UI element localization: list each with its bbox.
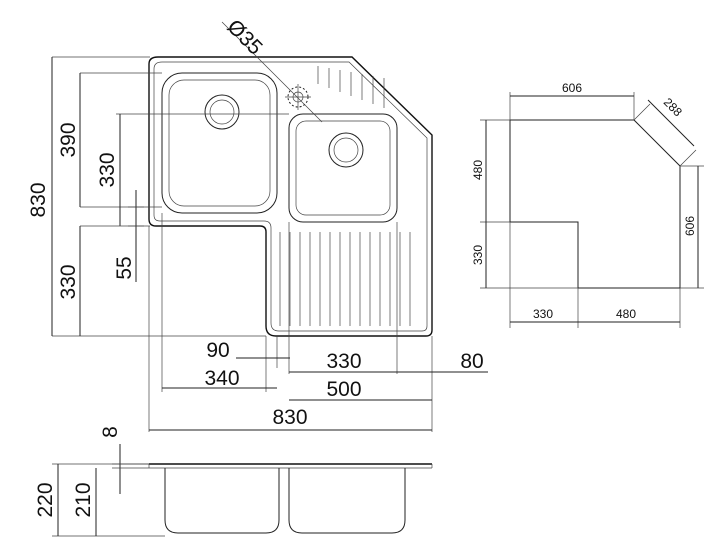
dim-330-horizontal: 330	[326, 350, 361, 373]
dim-total-depth: 220	[34, 482, 57, 517]
right-drain-icon	[328, 132, 364, 168]
top-view: 830 390 330 330 55 Ø35 90	[27, 15, 488, 432]
dim-340: 340	[204, 367, 239, 390]
dim-bowl-depth: 210	[72, 482, 95, 517]
dim-cutout-bottom-left: 330	[533, 307, 553, 321]
cutout-outline	[509, 119, 681, 289]
left-drain-icon	[204, 94, 240, 130]
dim-90: 90	[206, 339, 229, 362]
dim-bowl2-offset: 330	[96, 152, 119, 187]
section-left-bowl	[164, 468, 280, 534]
dim-80: 80	[460, 350, 483, 373]
section-view: 8 220 210	[34, 426, 433, 537]
lower-drainer-grooves	[279, 232, 411, 326]
dim-830-horizontal: 830	[272, 406, 307, 429]
dim-step: 55	[113, 256, 136, 279]
dim-cutout-left: 480	[471, 160, 485, 180]
sink-rim-inner	[153, 61, 428, 332]
dim-bowl-height: 390	[57, 122, 80, 157]
upper-drainer-grooves	[317, 66, 385, 108]
dim-cutout-top: 606	[562, 81, 582, 95]
dim-cutout-right: 606	[683, 216, 697, 236]
section-right-bowl	[288, 468, 406, 534]
left-drain-inner-icon	[209, 99, 235, 125]
dim-lower-height: 330	[57, 264, 80, 299]
left-bowl-inner	[168, 79, 271, 207]
dim-overall-height: 830	[27, 182, 50, 217]
dim-cutout-left-lower: 330	[471, 245, 485, 265]
dim-500: 500	[326, 378, 361, 401]
dim-flange: 8	[99, 426, 122, 438]
right-drain-inner-icon	[333, 137, 359, 163]
sink-outline	[148, 56, 433, 337]
cutout-view: 606 288 480 330 606 330 480	[471, 81, 704, 328]
right-bowl	[288, 113, 398, 223]
right-bowl-inner	[295, 120, 391, 216]
dim-cutout-bottom-right: 480	[616, 307, 636, 321]
dim-tap-hole: Ø35	[222, 15, 266, 59]
left-bowl	[161, 72, 278, 214]
